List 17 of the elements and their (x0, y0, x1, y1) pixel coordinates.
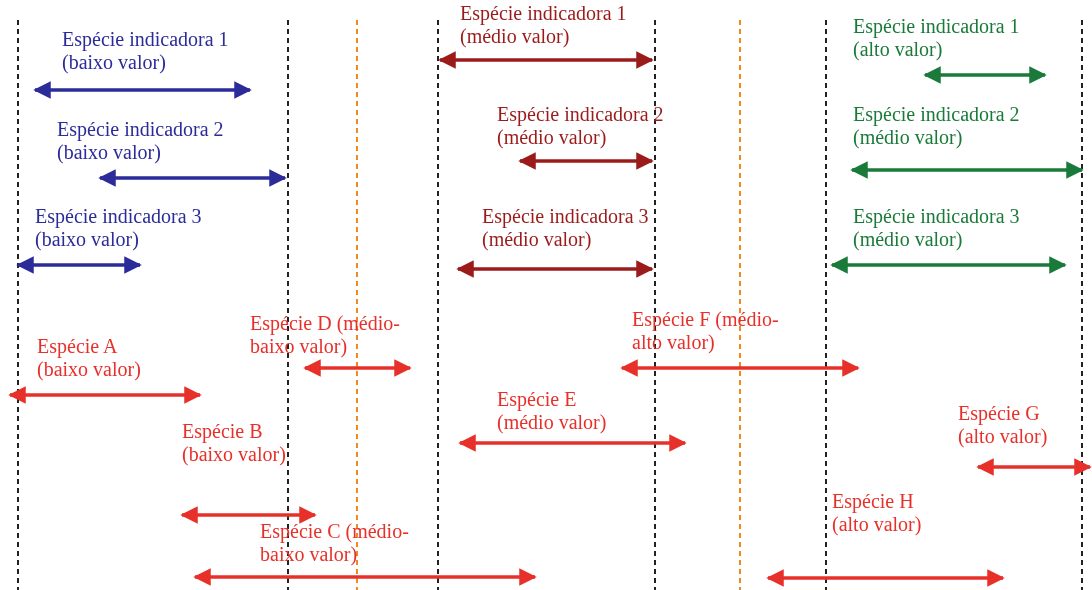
species-label: Espécie B (baixo valor) (182, 420, 287, 466)
species-label: Espécie G (alto valor) (958, 402, 1049, 448)
species-label: Espécie indicadora 3 (médio valor) (482, 205, 650, 251)
species-label: Espécie indicadora 2 (médio valor) (853, 103, 1021, 149)
species-label: Espécie H (alto valor) (832, 490, 923, 536)
species-label: Espécie indicadora 1 (baixo valor) (62, 28, 230, 74)
species-label: Espécie indicadora 2 (baixo valor) (57, 118, 225, 164)
species-label: Espécie indicadora 1 (alto valor) (853, 15, 1021, 61)
species-label: Espécie indicadora 2 (médio valor) (497, 103, 665, 149)
species-label: Espécie indicadora 1 (médio valor) (460, 2, 628, 48)
species-label: Espécie F (médio-alto valor) (632, 308, 780, 354)
species-label: Espécie indicadora 3 (médio valor) (853, 205, 1021, 251)
species-label: Espécie E (médio valor) (497, 388, 608, 434)
species-label: Espécie C (médio-baixo valor) (260, 520, 410, 566)
species-label: Espécie D (médio-baixo valor) (250, 312, 401, 358)
species-label: Espécie indicadora 3 (baixo valor) (35, 205, 203, 251)
species-label: Espécie A (baixo valor) (37, 335, 142, 381)
